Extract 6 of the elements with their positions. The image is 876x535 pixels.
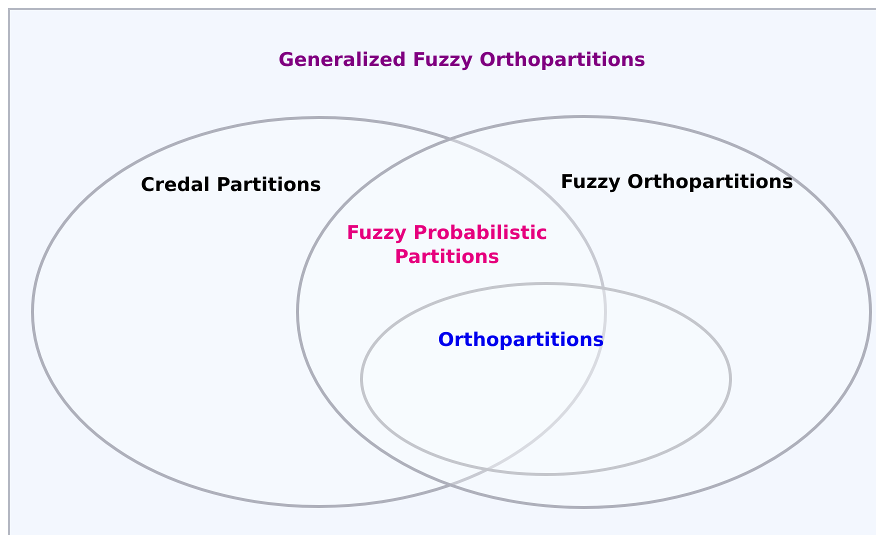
set-label: Orthopartitions (438, 329, 604, 351)
set-box (8, 8, 876, 535)
box-label: Generalized Fuzzy Orthopartitions (278, 49, 646, 71)
set-label: Credal Partitions (140, 174, 322, 196)
set-label: Fuzzy Orthopartitions (560, 171, 794, 193)
intersection-label: Fuzzy Probabilistic Partitions (346, 221, 548, 269)
